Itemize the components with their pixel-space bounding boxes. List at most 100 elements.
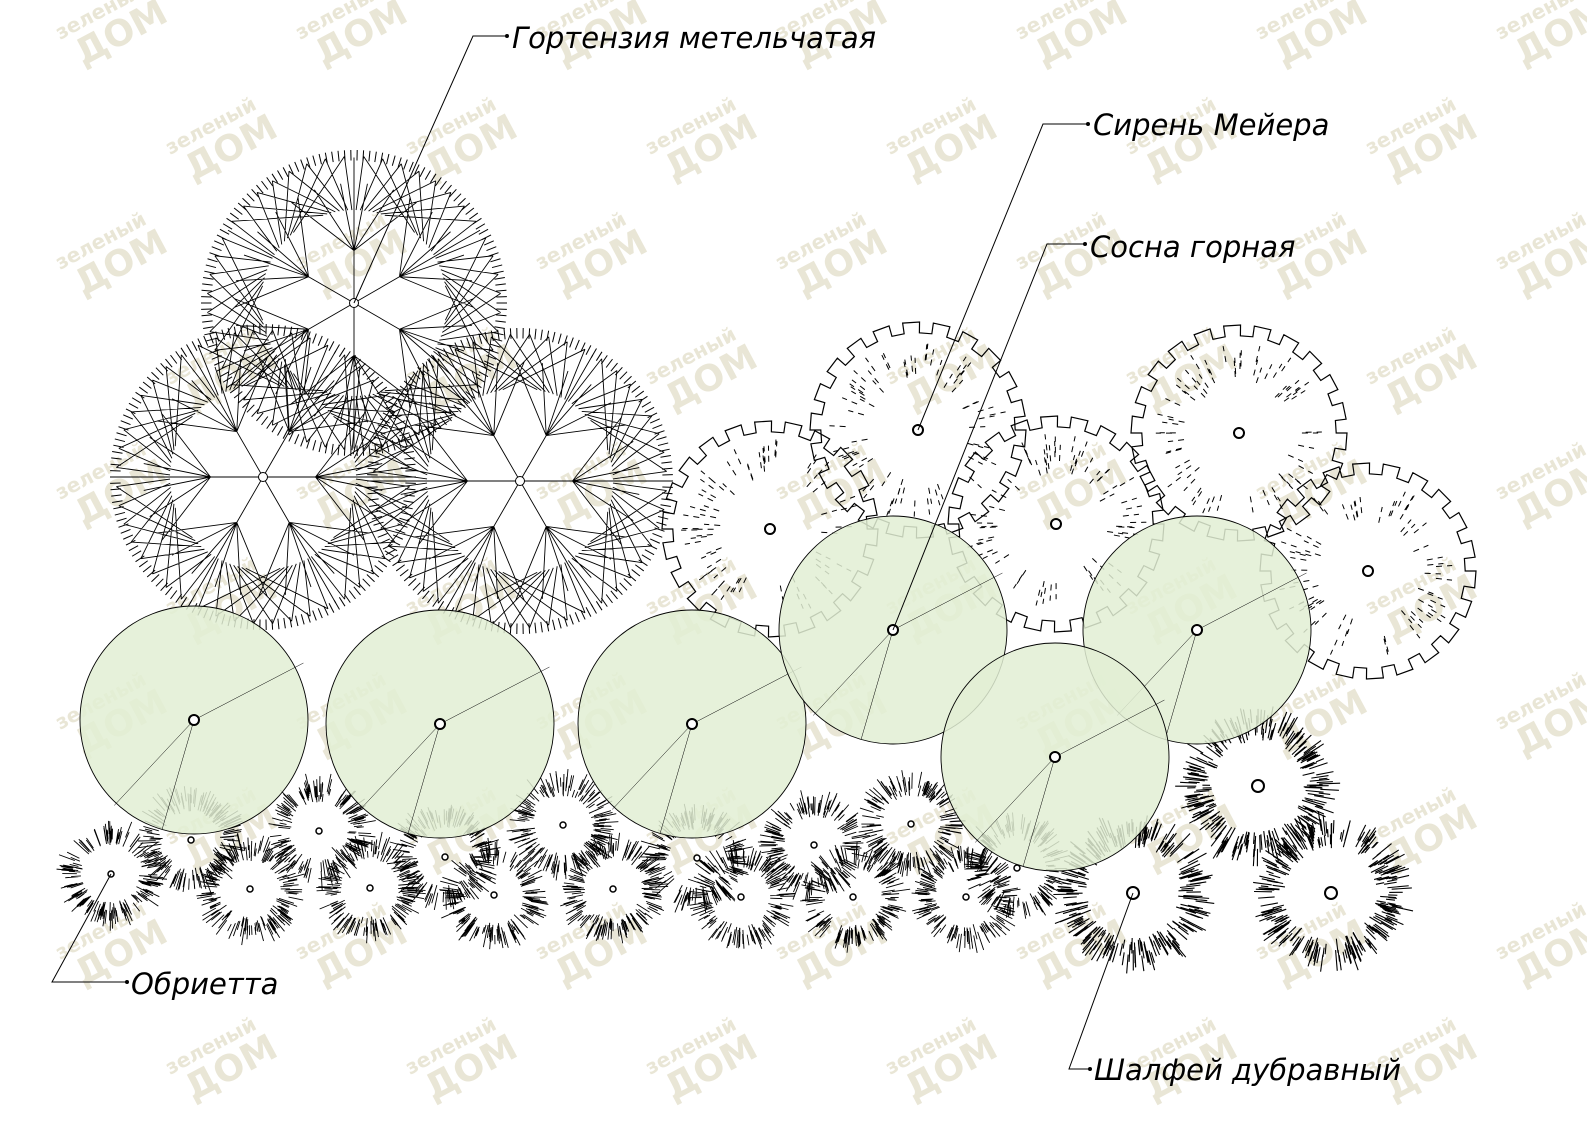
hydrangea-center <box>515 476 525 486</box>
lilac-shrub <box>1130 324 1348 542</box>
aubrieta-plant-center <box>693 854 701 862</box>
label-pine: Сосна горная <box>1090 230 1295 264</box>
label-lilac: Сирень Мейера <box>1093 108 1329 142</box>
lilac-center <box>1362 565 1374 577</box>
leader-pine <box>892 242 1087 631</box>
pine-center <box>686 718 698 730</box>
pine-center <box>1049 751 1061 763</box>
hydrangea-group <box>110 150 673 634</box>
pine-tree <box>940 642 1170 872</box>
lilac-outline <box>809 321 1027 539</box>
aubrieta-plant-strokes <box>56 820 167 931</box>
aubrieta-plant <box>506 769 619 881</box>
leader-sage-line <box>1068 892 1134 1070</box>
aubrieta-plant <box>439 837 549 950</box>
sage-plant-center <box>1251 779 1265 793</box>
lilac-texture <box>967 434 1147 606</box>
leader-aubrieta-dot <box>125 980 129 984</box>
aubrieta-plant-strokes <box>316 831 426 944</box>
hydrangea-branches <box>373 334 667 628</box>
aubrieta-plant-strokes <box>687 839 796 949</box>
aubrieta-plant <box>196 832 305 946</box>
aubrieta-plant-center <box>907 820 915 828</box>
aubrieta-plant-center <box>441 853 449 861</box>
leader-pine-line <box>892 243 1085 631</box>
lilac-center <box>764 523 776 535</box>
pine-axes <box>975 699 1165 867</box>
aubrieta-plant <box>800 841 911 953</box>
aubrieta-plant-strokes <box>439 837 549 950</box>
aubrieta-plant-center <box>962 893 970 901</box>
aubrieta-plant-center <box>609 885 617 893</box>
label-aubrieta: Обриетта <box>131 967 278 1001</box>
pine-center <box>188 714 200 726</box>
leader-lilac-dot <box>1086 122 1090 126</box>
leader-hydrangea-dot <box>505 34 509 38</box>
aubrieta-plant-strokes <box>800 841 911 953</box>
sage-plant <box>1253 810 1414 972</box>
aubrieta-plant-center <box>315 827 323 835</box>
leader-aubrieta <box>51 873 129 984</box>
aubrieta-plant-strokes <box>560 832 669 944</box>
leader-lines <box>51 34 1134 1071</box>
aubrieta-plant-center <box>737 893 745 901</box>
aubrieta-plant <box>911 845 1021 953</box>
leader-hydrangea <box>353 34 509 304</box>
aubrieta-plant-center <box>1013 864 1021 872</box>
pine-tree <box>325 609 555 839</box>
aubrieta-plant-strokes <box>196 832 305 946</box>
hydrangea-center <box>258 472 268 482</box>
aubrieta-plant-center <box>490 891 498 899</box>
aubrieta-plant-center <box>246 885 254 893</box>
aubrieta-plant-center <box>366 884 374 892</box>
leader-lilac-line <box>917 123 1088 431</box>
lilac-center <box>1050 518 1062 530</box>
pine-axes <box>813 572 1003 740</box>
aubrieta-plant <box>56 820 167 931</box>
hydrangea-branches <box>116 330 410 624</box>
pine-group <box>79 515 1312 872</box>
pine-tree <box>79 605 309 835</box>
lilac-shrub <box>809 321 1027 539</box>
pine-center <box>1191 624 1203 636</box>
pine-center <box>434 718 446 730</box>
leader-sage-dot <box>1088 1067 1092 1071</box>
leader-lilac <box>917 122 1090 431</box>
lilac-outline <box>1130 324 1348 542</box>
pine-tree <box>577 609 807 839</box>
hydrangea-tips <box>367 328 673 634</box>
leader-hydrangea-line <box>353 35 507 304</box>
pine-axes <box>114 662 304 830</box>
sage-plant-center <box>1324 886 1338 900</box>
pine-axes <box>360 666 550 834</box>
aubrieta-plant-center <box>849 893 857 901</box>
aubrieta-plant <box>264 773 376 891</box>
lilac-center <box>1233 427 1245 439</box>
leader-pine-dot <box>1083 242 1087 246</box>
aubrieta-plant-center <box>559 821 567 829</box>
